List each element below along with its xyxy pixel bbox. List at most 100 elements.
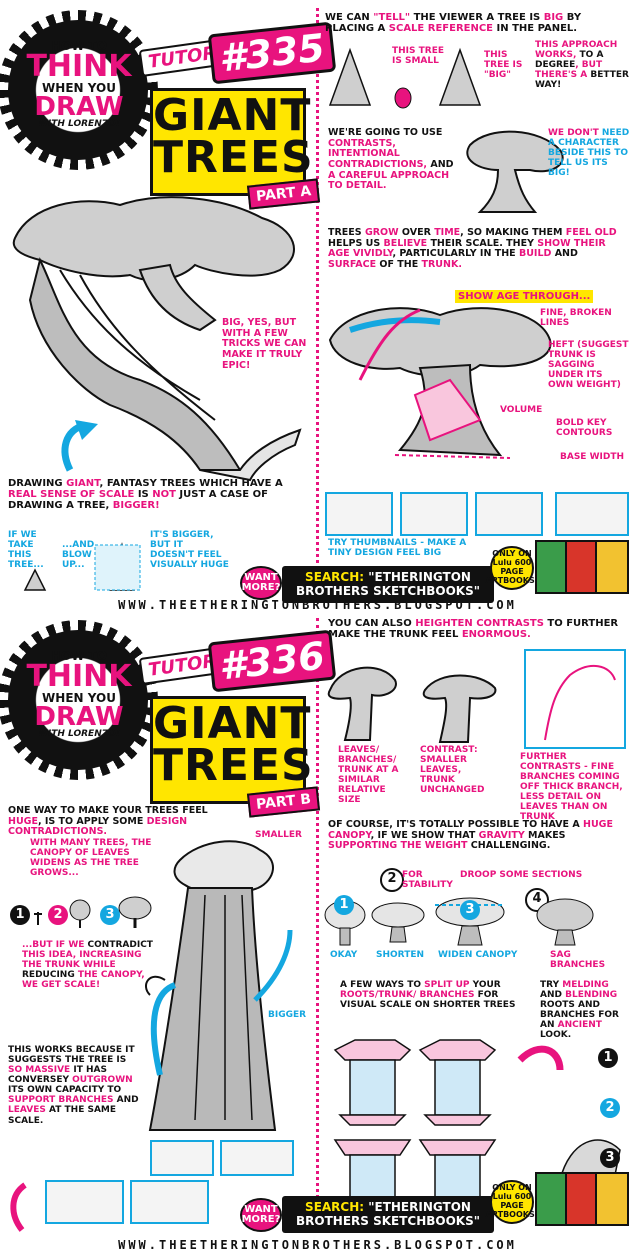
thumbnail (475, 492, 543, 536)
thumbnail (325, 492, 393, 536)
txt: IS (134, 489, 153, 501)
note-big-yes: BIG, YES, BUT WITH A FEW TRICKS WE CAN M… (222, 317, 307, 371)
panel-divider (316, 8, 319, 593)
note-approach: THIS APPROACH WORKS, TO A DEGREE, BUT TH… (535, 40, 630, 90)
txt: WANT MORE? (241, 571, 281, 593)
thumbnail (220, 1140, 294, 1176)
thumbnail (130, 1180, 209, 1224)
txt: BLENDING (565, 990, 618, 1001)
txt: YOU CAN ALSO (328, 618, 416, 629)
search-banner[interactable]: SEARCH: "ETHERINGTON BROTHERS SKETCHBOOK… (282, 566, 494, 603)
contrast-trees (327, 649, 626, 749)
txt: ROOTS/TRUNK/ BRANCHES (340, 990, 475, 1001)
txt: CONTRASTS, INTENTIONAL CONTRADICTIONS, (328, 137, 428, 170)
thumbnail (400, 492, 468, 536)
badge-text: HOW TO THINK WHEN YOU DRAW WITH LORENZO! (20, 40, 138, 129)
badge-line4: DRAW (34, 702, 124, 732)
txt: BY PLACING A (325, 12, 582, 35)
note-dont: WE DON'T NEED A CHARACTER BESIDE THIS TO… (548, 128, 630, 178)
txt: CHALLENGING. (467, 840, 551, 852)
thumbnail (45, 1180, 124, 1224)
badge-line2: THINK (26, 49, 132, 84)
blog-url[interactable]: WWW.THEETHERINGTONBROTHERS.BLOGSPOT.COM (118, 1238, 517, 1252)
txt: SURFACE (328, 258, 377, 270)
note-bigger: BIGGER (268, 1010, 307, 1020)
txt: ANCIENT (557, 1020, 602, 1031)
blog-url[interactable]: WWW.THEETHERINGTONBROTHERS.BLOGSPOT.COM (118, 598, 517, 612)
note-grow: TREES GROW OVER TIME, SO MAKING THEM FEE… (328, 227, 628, 271)
txt: JUST A CASE OF DRAWING A TREE, (8, 489, 268, 512)
thumbnail (555, 492, 629, 536)
txt: REAL SENSE OF SCALE (8, 489, 135, 501)
sketchbook-cover (535, 1172, 567, 1226)
step-number: 3 (100, 905, 120, 925)
note-split: A FEW WAYS TO SPLIT UP YOUR ROOTS/TRUNK/… (340, 980, 525, 1010)
txt: TRY (540, 980, 563, 990)
txt: LOOK. (540, 1030, 572, 1041)
note-works: THIS WORKS BECAUSE IT SUGGESTS THE TREE … (8, 1045, 143, 1126)
txt: TO A DEGREE (535, 50, 604, 71)
txt: ROOTS AND BRANCHES FOR AN (540, 1000, 619, 1031)
txt: A CAREFUL APPROACH TO DETAIL. (328, 169, 450, 192)
scale-reference-trees (328, 47, 482, 109)
txt: IT HAS CONVERSEY (8, 1065, 107, 1086)
blue-arrow (61, 420, 98, 472)
txt: BELIEVE (383, 237, 428, 249)
note-big: THIS TREE IS "BIG" (484, 50, 523, 81)
note-smaller: SMALLER (255, 830, 302, 840)
txt: FOR VISUAL SCALE ON SHORTER TREES (340, 990, 516, 1011)
txt: , BUT THERE'S A (535, 60, 603, 81)
sketchbook-cover (535, 540, 567, 594)
txt: ONLY ON Lulu 600 PAGE ARTBOOKS! (485, 549, 539, 585)
step-number: 2 (380, 868, 404, 892)
step-number: 2 (600, 1098, 620, 1118)
growth-sequence (34, 896, 152, 928)
txt: AND (113, 1095, 139, 1106)
sketchbook-cover (595, 540, 629, 594)
note-try: TRY MELDING AND BLENDING ROOTS AND BRANC… (540, 980, 630, 1040)
title-box: GIANT TREES (150, 696, 314, 804)
txt: WE'RE GOING TO USE (328, 127, 443, 138)
annotated-tree (328, 307, 552, 459)
note-bold: BOLD KEY CONTOURS (556, 418, 613, 439)
panel-divider (316, 618, 319, 1228)
txt: ...BUT IF WE (22, 940, 88, 950)
txt: ONE WAY TO MAKE YOUR TREES FEEL (8, 805, 208, 816)
title-box: GIANT TREES (150, 88, 313, 196)
old-tree-sketch (466, 130, 564, 213)
txt: FEEL OLD (565, 227, 617, 238)
note-if-we: IF WE TAKE THIS TREE... (8, 530, 44, 571)
txt: BIG (543, 12, 564, 23)
txt: DRAWING (8, 478, 67, 489)
step-number: 3 (460, 900, 480, 920)
step-number: 4 (525, 888, 549, 912)
note-droop: DROOP SOME SECTIONS (460, 870, 583, 880)
pink-arrow (10, 1182, 27, 1232)
badge-text: HOW TO THINK WHEN YOU DRAW WITH LORENZO! (20, 650, 138, 739)
note-thumbs: TRY THUMBNAILS - MAKE A TINY DESIGN FEEL… (328, 538, 467, 559)
note-fine: FINE, BROKEN LINES (540, 308, 612, 329)
txt: IN THE PANEL. (493, 23, 578, 35)
title-line2: TREES (153, 739, 314, 791)
note-heighten: YOU CAN ALSO HEIGHTEN CONTRASTS TO FURTH… (328, 618, 628, 640)
want-more-badge: WANT MORE? (240, 1198, 282, 1232)
sketchbook-cover (595, 1172, 629, 1226)
txt: TREES (328, 227, 365, 238)
txt: MAKES (524, 829, 566, 841)
search-banner[interactable]: SEARCH: "ETHERINGTON BROTHERS SKETCHBOOK… (282, 1196, 494, 1233)
step-number: 1 (334, 895, 354, 915)
badge-line5: WITH LORENZO! (37, 729, 121, 739)
title-line1: GIANT (153, 698, 312, 749)
note-many: WITH MANY TREES, THE CANOPY OF LEAVES WI… (30, 838, 152, 879)
txt: , IF WE SHOW THAT (370, 829, 479, 841)
txt: BUILD (518, 248, 552, 260)
lulu-badge: ONLY ON Lulu 600 PAGE ARTBOOKS! (486, 546, 538, 590)
search-label: SEARCH: (305, 570, 365, 584)
note-tell: WE CAN "TELL" THE VIEWER A TREE IS BIG B… (325, 12, 625, 34)
note-further: FURTHER CONTRASTS - FINE BRANCHES COMING… (520, 752, 623, 823)
giant-tree-illustration (12, 196, 302, 482)
tall-tree-illustration (145, 840, 293, 1131)
note-for-stability: FOR STABILITY (402, 870, 453, 891)
txt: SCALE REFERENCE (388, 23, 494, 35)
txt: HUGE CANOPY (328, 819, 613, 841)
